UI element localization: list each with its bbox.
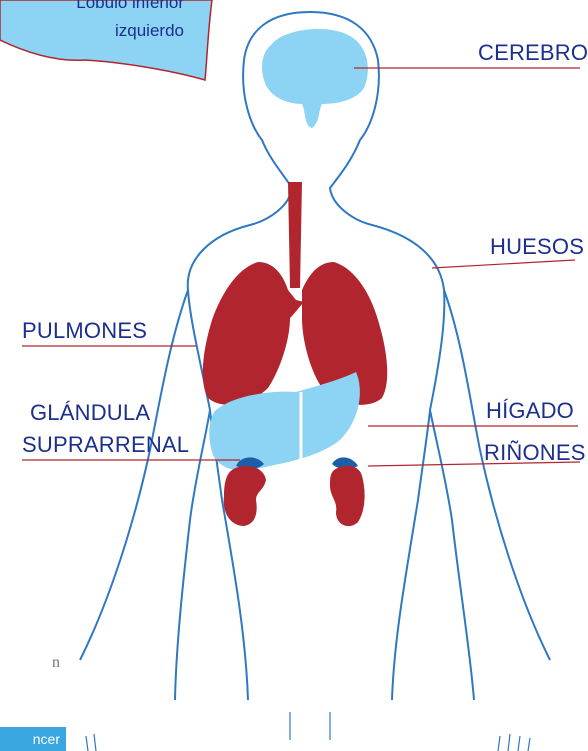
brain (262, 29, 368, 128)
hand-fragment-right (498, 734, 530, 751)
leg-fragment (290, 712, 330, 740)
label-higado: HÍGADO (486, 398, 574, 424)
label-rinones: RIÑONES (484, 440, 586, 466)
label-glandula-2: SUPRARRENAL (22, 432, 189, 458)
kidney-right (224, 466, 266, 526)
leader-huesos (432, 260, 575, 268)
callout-line-2: izquierdo (115, 20, 184, 42)
label-glandula-1: GLÁNDULA (30, 400, 150, 426)
hand-fragment-left (86, 734, 96, 751)
cancer-badge-fragment[interactable]: ncer (0, 727, 66, 751)
label-huesos: HUESOS (490, 234, 584, 260)
label-cerebro: CEREBRO (478, 40, 588, 66)
callout-line-1: Lóbulo inferior (76, 0, 184, 14)
kidney-left (330, 466, 365, 526)
label-pulmones: PULMONES (22, 318, 147, 344)
lung-right (203, 262, 304, 405)
cropped-text-fragment: n (52, 654, 60, 672)
trachea (288, 182, 302, 288)
